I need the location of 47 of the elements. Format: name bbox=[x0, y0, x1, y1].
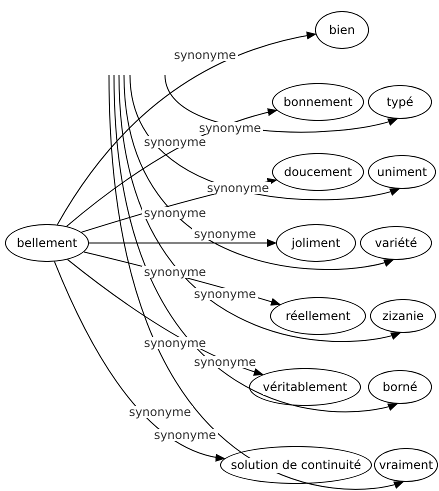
ellipse-node bbox=[272, 153, 364, 191]
ellipse-node bbox=[374, 448, 438, 482]
node-label: doucement bbox=[284, 164, 352, 180]
node-label: borné bbox=[382, 380, 418, 394]
edge-label: synonyme bbox=[192, 356, 258, 368]
edge-label: synonyme bbox=[142, 207, 208, 219]
edge-label: synonyme bbox=[142, 337, 208, 349]
arrow bbox=[54, 261, 226, 461]
ellipse-node bbox=[220, 446, 372, 484]
node-label: réellement bbox=[286, 308, 350, 324]
node-label: bien bbox=[329, 22, 355, 38]
edge-label: synonyme bbox=[204, 182, 272, 194]
ellipse-node bbox=[249, 368, 361, 406]
edge-label: synonyme bbox=[142, 266, 208, 278]
arrow bbox=[114, 74, 398, 412]
ellipse-node bbox=[276, 224, 356, 262]
edge-label: synonyme bbox=[172, 49, 238, 61]
node-label: bonnement bbox=[284, 94, 352, 110]
ellipse-node bbox=[5, 224, 89, 262]
edge-label: synonyme bbox=[192, 228, 258, 240]
ellipse-node bbox=[368, 85, 432, 119]
node-label: solution de continuité bbox=[230, 458, 362, 472]
arrow bbox=[124, 74, 394, 270]
ellipse-node bbox=[368, 370, 432, 404]
edge-label: synonyme bbox=[142, 136, 208, 148]
node-label: véritablement bbox=[262, 380, 348, 394]
ellipse-node bbox=[315, 11, 369, 49]
node-label: uniment bbox=[377, 164, 427, 180]
node-label: typé bbox=[386, 94, 414, 110]
ellipse-node bbox=[368, 155, 436, 189]
ellipse-node bbox=[370, 299, 436, 333]
node-label: zizanie bbox=[382, 308, 424, 324]
arrow bbox=[56, 32, 317, 226]
ellipse-node bbox=[360, 226, 432, 260]
ellipse-node bbox=[272, 83, 364, 121]
edge-label: synonyme bbox=[196, 122, 264, 134]
node-label: variété bbox=[374, 236, 418, 250]
node-label: vraiment bbox=[378, 458, 434, 472]
edge-label: synonyme bbox=[126, 406, 194, 418]
arrow bbox=[118, 74, 401, 342]
arrow bbox=[108, 74, 404, 490]
arrow bbox=[88, 239, 277, 247]
ellipse-node bbox=[270, 297, 366, 335]
edge-label: synonyme bbox=[192, 288, 258, 300]
edge-label: synonyme bbox=[152, 429, 218, 441]
node-label: bellement bbox=[16, 236, 78, 250]
node-label: joliment bbox=[292, 236, 340, 250]
